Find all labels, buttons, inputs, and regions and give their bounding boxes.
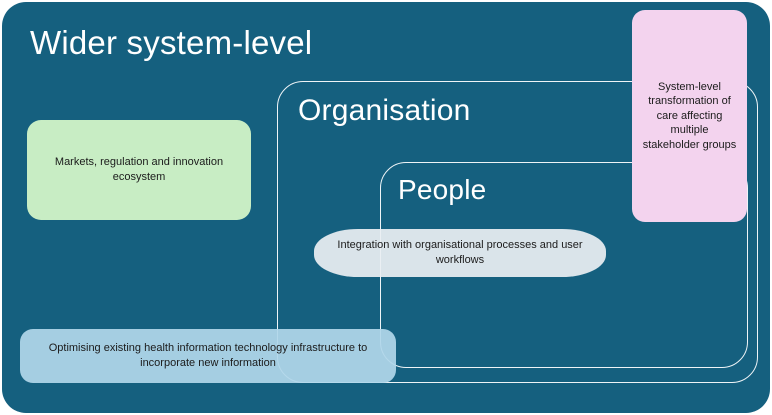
card-integration: Integration with organisational processe… — [314, 229, 606, 277]
card-markets-label: Markets, regulation and innovation ecosy… — [54, 156, 224, 183]
card-system-level-transformation: System-level transformation of care affe… — [632, 10, 747, 222]
card-integration-label: Integration with organisational processe… — [337, 239, 583, 266]
organisation-title: Organisation — [298, 94, 471, 127]
people-title: People — [398, 174, 487, 205]
card-system-level-transformation-label: System-level transformation of care affe… — [642, 80, 737, 151]
organisation-frame — [277, 81, 758, 383]
card-markets: Markets, regulation and innovation ecosy… — [27, 120, 251, 220]
wider-system-level-title: Wider system-level — [30, 24, 313, 61]
card-optimising: Optimising existing health information t… — [20, 329, 396, 383]
card-optimising-label: Optimising existing health information t… — [48, 342, 368, 369]
